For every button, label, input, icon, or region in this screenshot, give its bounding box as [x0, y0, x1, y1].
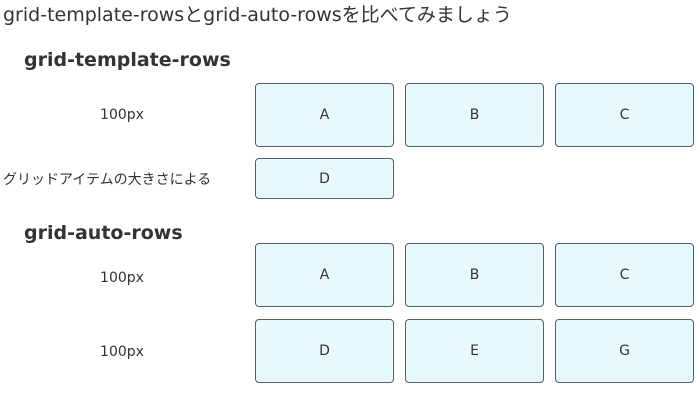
- row-label: 100px: [100, 107, 144, 123]
- grid-item-g: G: [555, 319, 694, 383]
- grid-item-a: A: [255, 243, 394, 307]
- grid-item-c: C: [555, 83, 694, 147]
- section-title-grid-template-rows: grid-template-rows: [24, 49, 231, 71]
- grid-item-d: D: [255, 319, 394, 383]
- grid-item-a: A: [255, 83, 394, 147]
- grid-item-b: B: [405, 243, 544, 307]
- row-label: グリッドアイテムの大きさによる: [3, 172, 212, 188]
- grid-item-c: C: [555, 243, 694, 307]
- grid-item-b: B: [405, 83, 544, 147]
- section-title-grid-auto-rows: grid-auto-rows: [24, 222, 183, 244]
- row-label: 100px: [100, 344, 144, 360]
- row-label: 100px: [100, 270, 144, 286]
- page-title: grid-template-rowsとgrid-auto-rowsを比べてみまし…: [3, 4, 512, 26]
- grid-item-e: E: [405, 319, 544, 383]
- grid-item-d: D: [255, 158, 394, 199]
